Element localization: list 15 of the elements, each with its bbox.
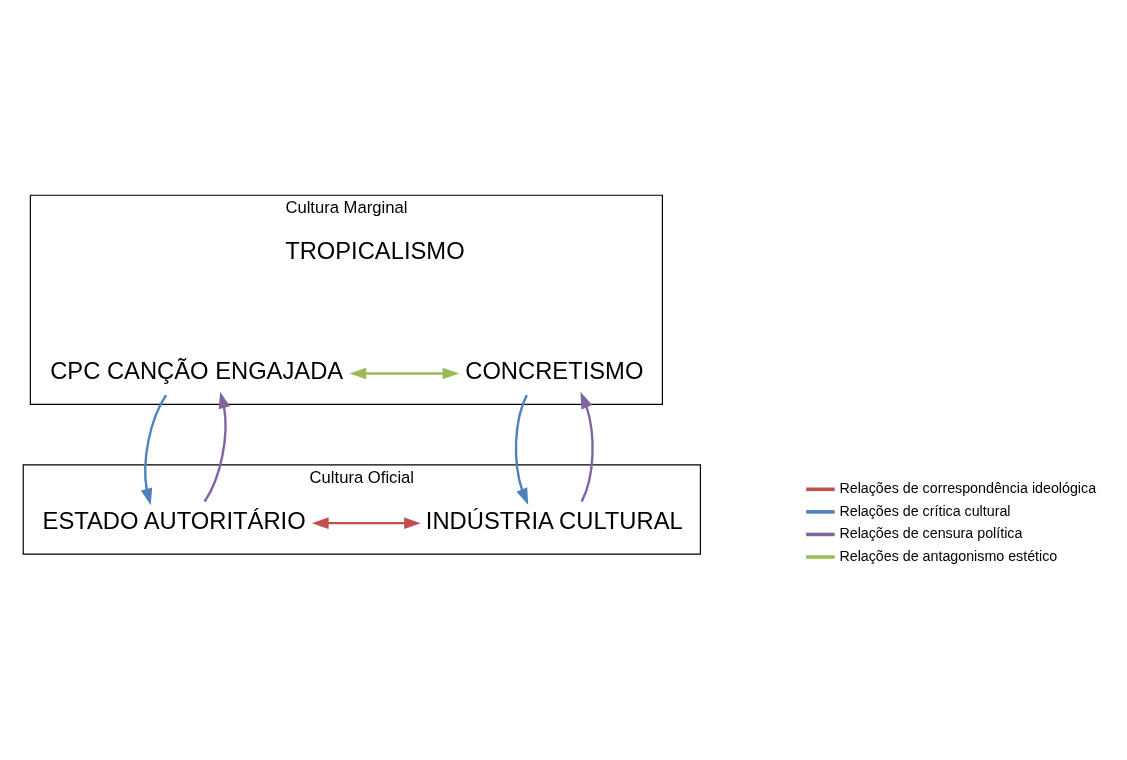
arrow <box>580 391 594 503</box>
legend-label: Relações de antagonismo estético <box>839 547 1058 564</box>
node-text: ESTADO AUTORITÁRIO <box>42 507 306 535</box>
legend-label: Relações de crítica cultural <box>839 502 1011 519</box>
arrow <box>311 517 421 529</box>
arrow <box>140 394 168 506</box>
legend-label: Relações de correspondência ideológica <box>839 479 1097 496</box>
node-text: CPC CANÇÃO ENGAJADA <box>50 357 344 385</box>
node-text: INDÚSTRIA CULTURAL <box>425 507 683 535</box>
node-text: CONCRETISMO <box>465 357 644 385</box>
legend-label: Relações de censura política <box>839 525 1023 542</box>
arrow <box>349 367 460 380</box>
arrow <box>514 394 529 505</box>
arrow <box>203 391 230 503</box>
node-text: TROPICALISMO <box>285 237 465 265</box>
